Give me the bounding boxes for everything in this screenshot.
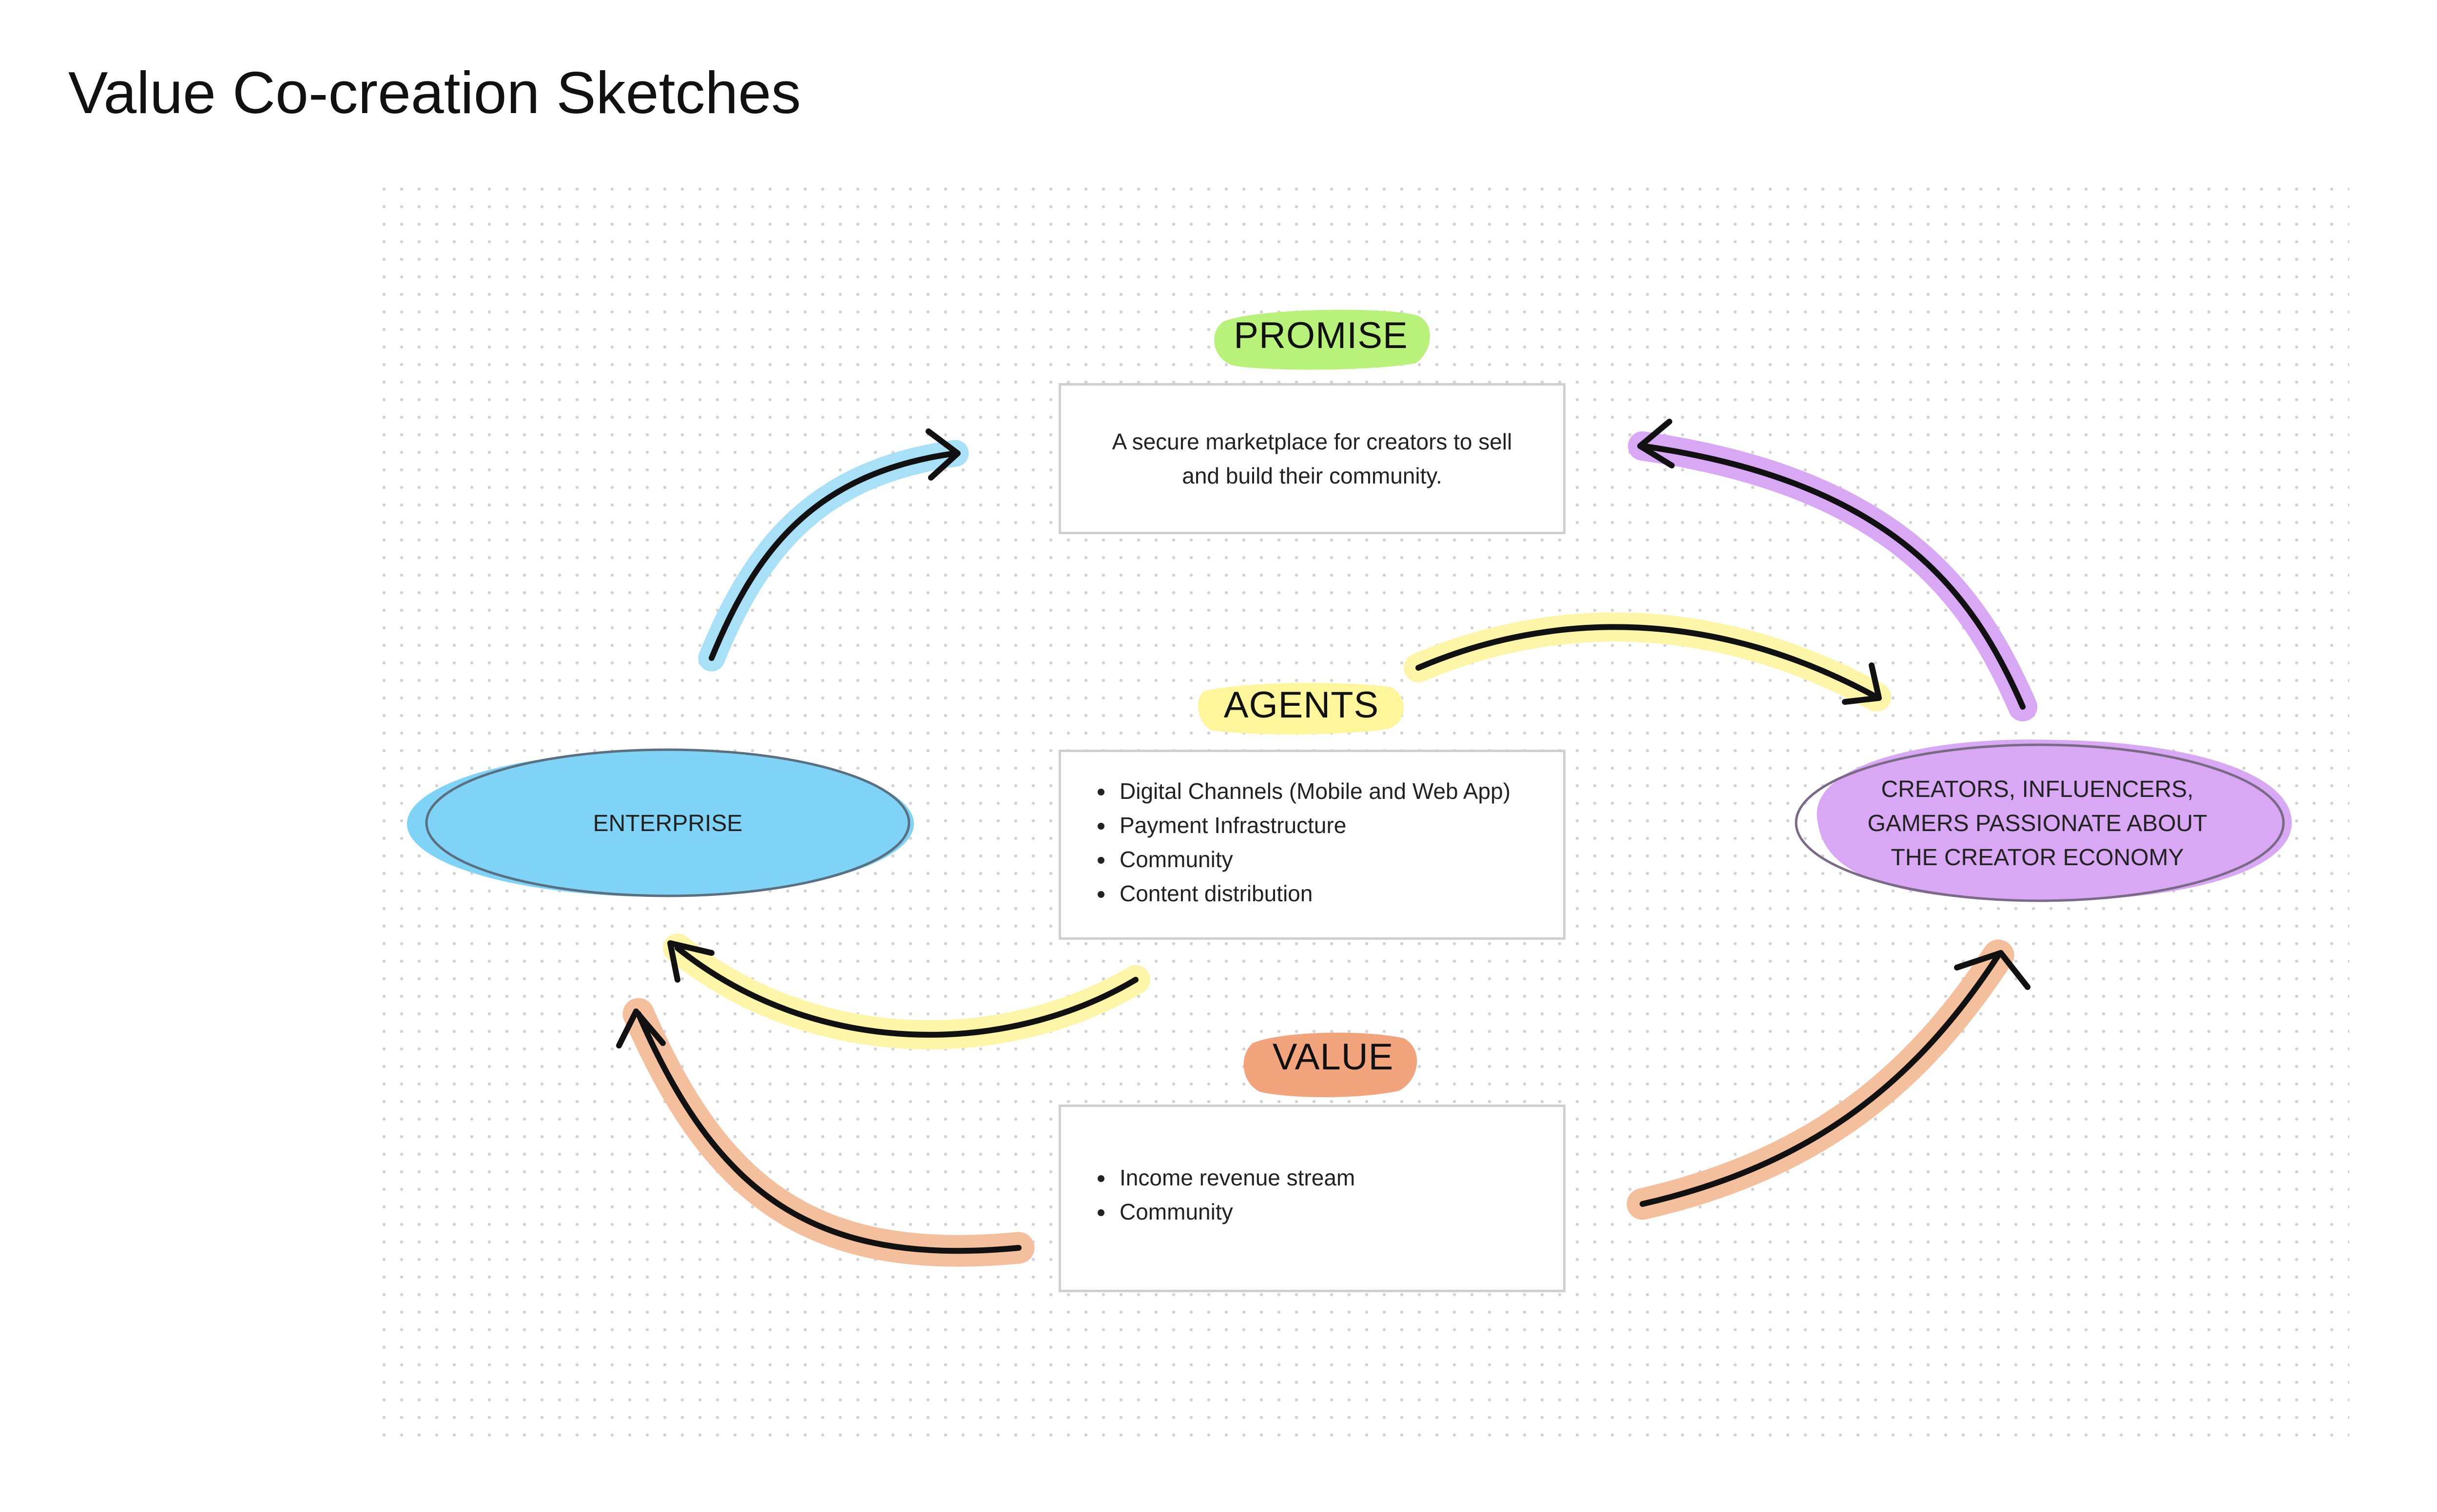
arrow-creators-to-promise <box>1640 443 2026 710</box>
page-title: Value Co-creation Sketches <box>68 59 801 126</box>
arrow-enterprise-to-promise-glow <box>698 440 969 672</box>
arrow-value-to-enterprise-glow <box>622 998 1035 1267</box>
promise-highlight <box>1214 310 1430 370</box>
arrow-value-to-creators <box>1640 952 2001 1207</box>
creators-blob <box>1817 739 2292 901</box>
list-item: Community <box>1115 842 1563 876</box>
creators-outline <box>1795 743 2285 902</box>
promise-heading: PROMISE <box>1234 315 1408 356</box>
arrow-agents-to-creators-head <box>1842 662 1882 705</box>
creators-label: CREATORS, INFLUENCERS, GAMERS PASSIONATE… <box>1818 768 2257 880</box>
arrow-enterprise-to-promise-head <box>926 428 961 481</box>
arrow-enterprise-to-promise <box>709 450 958 661</box>
promise-text: A secure marketplace for creators to sel… <box>1112 429 1512 488</box>
arrow-agents-to-creators <box>1415 624 1879 700</box>
creators-label-line-3: THE CREATOR ECONOMY <box>1891 845 2184 871</box>
arrow-value-to-enterprise <box>636 1011 1022 1254</box>
creators-label-line-2: GAMERS PASSIONATE ABOUT <box>1867 811 2207 836</box>
arrow-value-to-creators-head <box>1954 950 2031 990</box>
value-heading: VALUE <box>1272 1036 1394 1078</box>
enterprise-label: ENTERPRISE <box>593 811 743 836</box>
value-highlight <box>1243 1032 1417 1098</box>
value-box: Income revenue stream Community <box>1059 1105 1566 1292</box>
diagram-canvas: PROMISE AGENTS VALUE A secure marketplac… <box>375 180 2349 1448</box>
diagram-svg <box>407 310 2292 1267</box>
agents-box: Digital Channels (Mobile and Web App) Pa… <box>1059 750 1566 940</box>
creators-label-line-1: CREATORS, INFLUENCERS, <box>1881 776 2194 802</box>
promise-box: A secure marketplace for creators to sel… <box>1059 383 1566 534</box>
agents-heading: AGENTS <box>1223 684 1379 726</box>
arrow-agents-to-enterprise-head <box>667 940 715 983</box>
list-item: Community <box>1115 1195 1563 1229</box>
list-item: Digital Channels (Mobile and Web App) <box>1115 774 1563 808</box>
list-item: Payment Infrastructure <box>1115 808 1563 842</box>
arrow-creators-to-promise-head <box>1637 419 1675 468</box>
value-list: Income revenue stream Community <box>1061 1161 1563 1229</box>
enterprise-outline <box>425 748 910 897</box>
list-item: Income revenue stream <box>1115 1161 1563 1195</box>
agents-highlight <box>1198 682 1404 735</box>
arrow-value-to-creators-glow <box>1626 939 2014 1220</box>
arrow-agents-to-enterprise <box>675 945 1139 1038</box>
arrow-value-to-enterprise-head <box>616 1008 666 1048</box>
agents-list: Digital Channels (Mobile and Web App) Pa… <box>1061 774 1563 911</box>
list-item: Content distribution <box>1115 876 1563 911</box>
enterprise-blob <box>407 751 914 897</box>
